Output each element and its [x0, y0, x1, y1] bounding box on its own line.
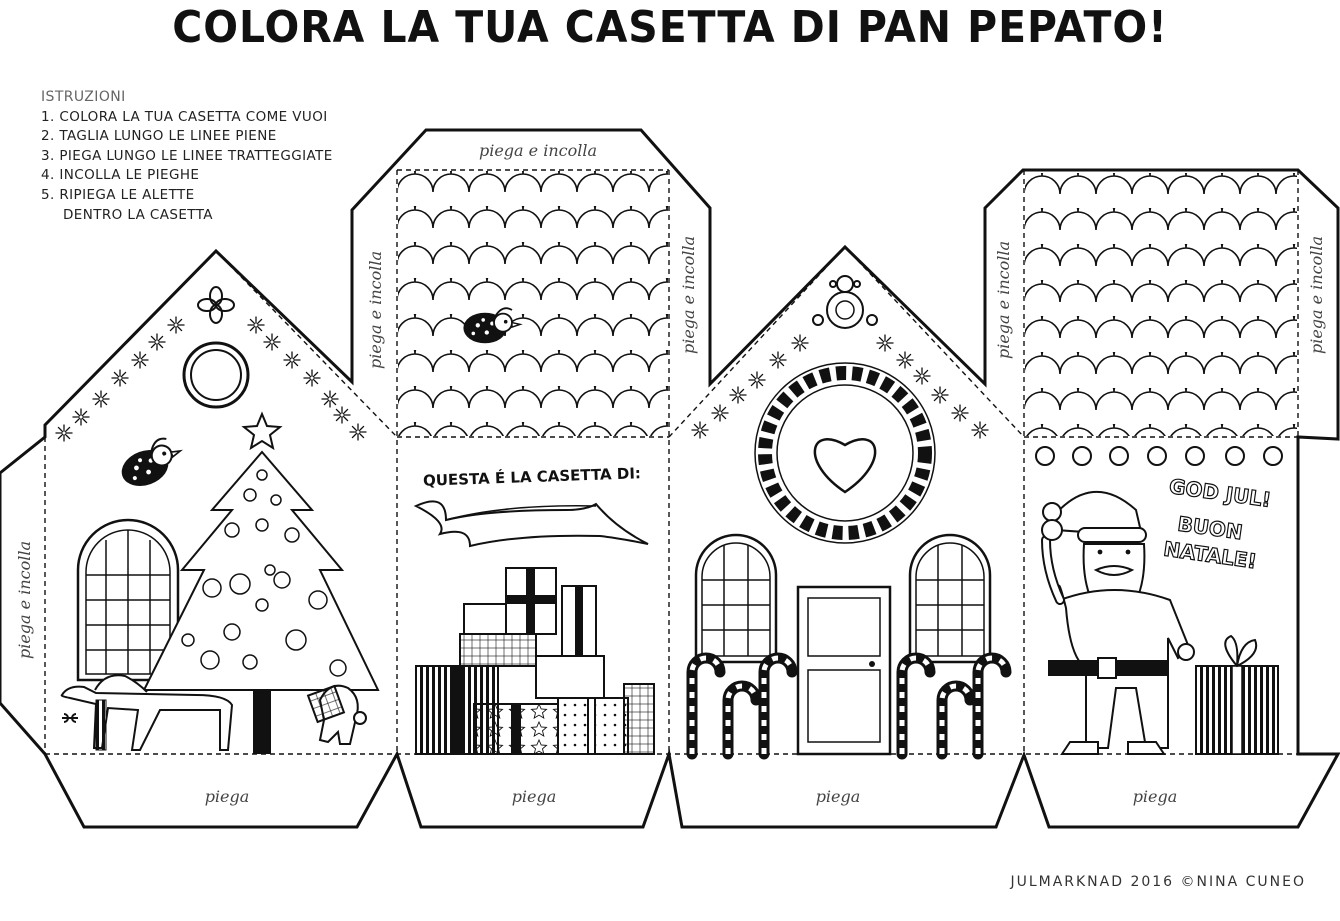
fold-tab-label-1: piega [205, 787, 250, 806]
glue-tab-label-roof2-right: piega e incolla [1307, 236, 1326, 354]
glue-tab-label-top: piega e incolla [479, 141, 597, 160]
cut-outline [0, 128, 1340, 829]
panel-2-presents: QUESTA É LA CASETTA DI: [413, 307, 655, 755]
fold-tab-label-3: piega [816, 787, 861, 806]
instructions-block: ISTRUZIONI 1. COLORA LA TUA CASETTA COME… [41, 88, 333, 225]
greeting-natale: NATALE! [1162, 537, 1258, 574]
instruction-step: 3. PIEGA LUNGO LE LINEE TRATTEGGIATE [41, 147, 333, 164]
instruction-step-continued: DENTRO LA CASETTA [63, 206, 213, 223]
instruction-step: 4. INCOLLA LE PIEGHE [41, 167, 200, 184]
panel-3-front-door [686, 275, 1012, 760]
panel-4-santa: GOD JUL! BUON NATALE! [1035, 446, 1283, 755]
glue-tab-label-right-roof: piega e incolla [679, 236, 698, 354]
fold-tab-label-2: piega [512, 787, 557, 806]
instruction-step: 1. COLORA LA TUA CASETTA COME VUOI [41, 108, 328, 125]
page-title: COLORA LA TUA CASETTA DI PAN PEPATO! [172, 2, 1168, 53]
instructions-header: ISTRUZIONI [41, 89, 126, 105]
glue-tab-label-left-roof: piega e incolla [366, 251, 385, 369]
glue-tab-label-side: piega e incolla [15, 541, 34, 659]
panel-1-front-tree [55, 286, 380, 754]
instruction-step: 5. RIPIEGA LE ALETTE [41, 186, 195, 203]
fold-tab-label-4: piega [1133, 787, 1178, 806]
greeting-god-jul: GOD JUL! [1168, 474, 1273, 512]
credit-text: JULMARKNAD 2016 ©NINA CUNEO [1010, 874, 1306, 890]
owner-label: QUESTA É LA CASETTA DI: [423, 463, 641, 490]
glue-tab-label-roof2-left: piega e incolla [994, 241, 1013, 359]
instruction-step: 2. TAGLIA LUNGO LE LINEE PIENE [41, 128, 277, 145]
